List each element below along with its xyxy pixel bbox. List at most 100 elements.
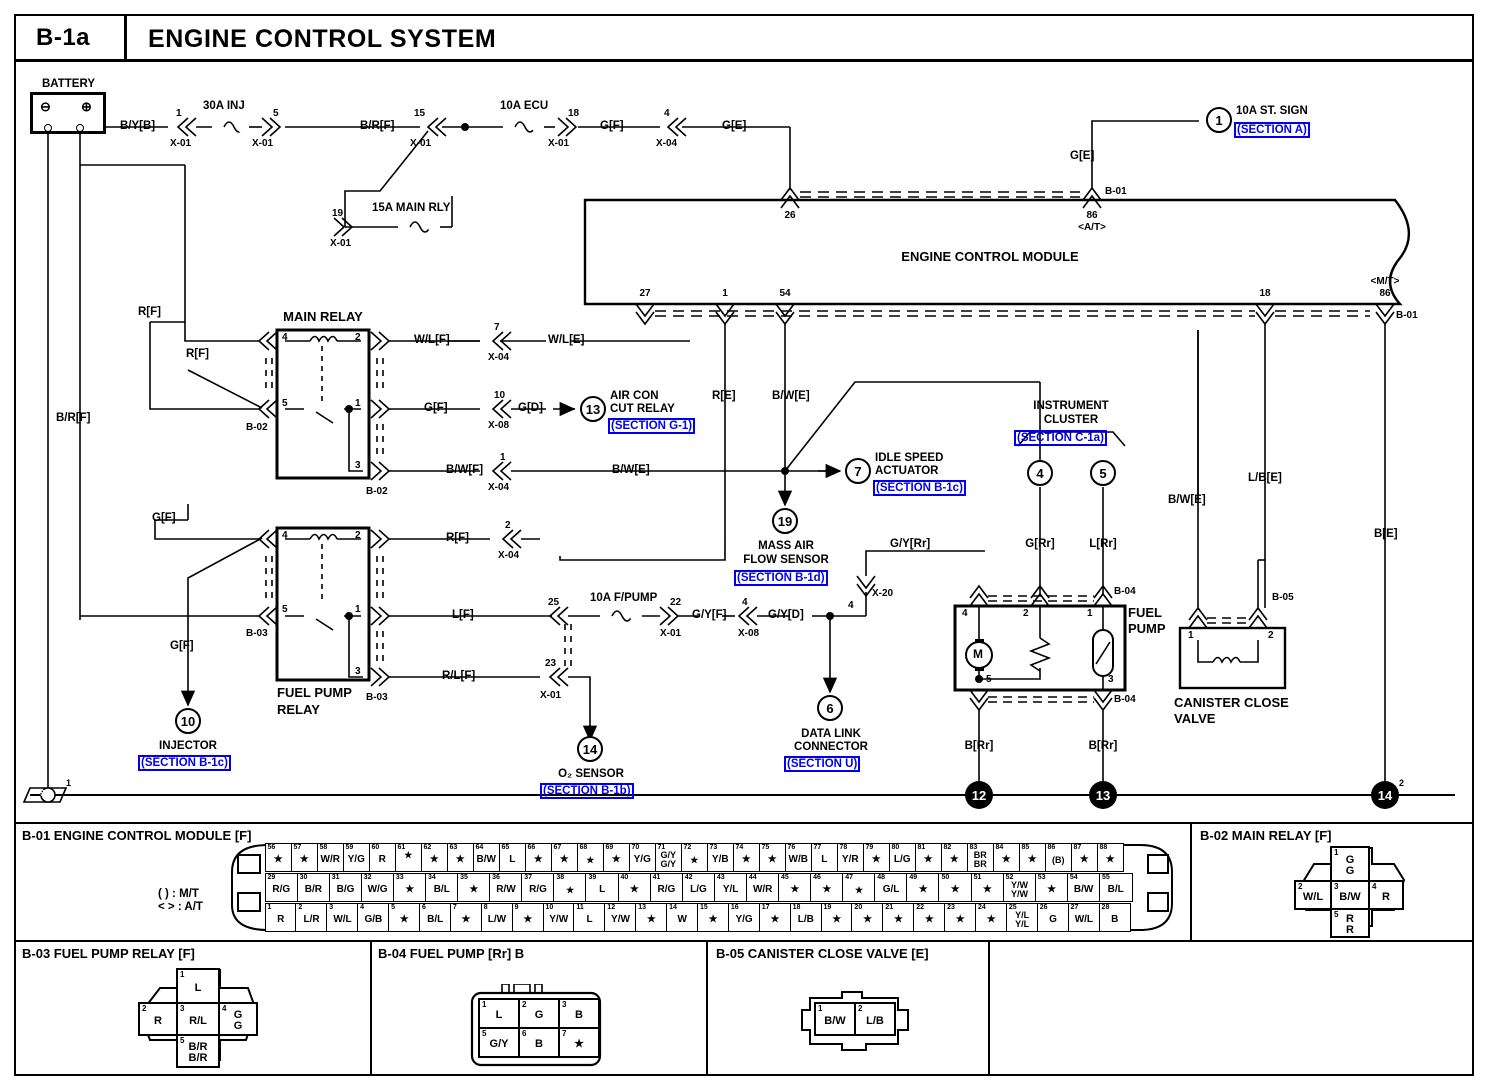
pin-value: G/B: [364, 914, 383, 926]
pin-value: ★: [949, 854, 959, 866]
b04-cell-2: 2 G: [518, 998, 560, 1029]
pin-number: 87: [1073, 844, 1082, 851]
b05-cell-2-val: L/B: [866, 1014, 884, 1027]
pin-value: ★: [646, 914, 656, 926]
ref-bubble-st-sign[interactable]: 1: [1206, 107, 1232, 133]
wire-gy-d: G/Y[D]: [768, 609, 804, 621]
b03-cell-3-num: 3: [180, 1004, 185, 1013]
wire-g-f-top: G[F]: [600, 120, 624, 132]
pin-value: ★: [461, 914, 471, 926]
b04-cell-3: 3 B: [558, 998, 600, 1029]
b02-cell-3-num: 3: [1334, 882, 1339, 891]
b05-cell-2: 2 L/B: [854, 1002, 896, 1036]
pin-value: (B): [1052, 854, 1065, 865]
pin-number: 66: [527, 844, 536, 851]
ref-bubble-air-con[interactable]: 13: [580, 396, 606, 422]
ref-bubble-maf[interactable]: 19: [772, 508, 798, 534]
ecm-pin-86-mt-note: <M/T>: [1370, 276, 1400, 287]
wire-bw-f: B/W[F]: [446, 464, 484, 476]
pin-value: ★: [822, 884, 832, 896]
air-con-line2: CUT RELAY: [610, 403, 675, 415]
pin-number: 58: [319, 844, 328, 851]
b02-cell-2-num: 2: [1298, 882, 1303, 891]
pin-value: ★: [863, 914, 873, 926]
pin-value: ★: [559, 854, 569, 866]
ground-point-14[interactable]: 14: [1371, 781, 1399, 809]
pin-value: ★: [1105, 854, 1115, 866]
pin-cell-15: 15★: [696, 903, 730, 932]
pin-value: G: [1049, 914, 1057, 926]
ground-point-12[interactable]: 12: [965, 781, 993, 809]
pin-number: 26: [1039, 904, 1048, 911]
pin-value: ★: [854, 884, 864, 895]
diagram-frame: [14, 14, 1474, 1076]
st-sign-section[interactable]: (SECTION A): [1234, 120, 1310, 138]
pin-value: R/G: [657, 884, 676, 896]
ecm-connector-b01-bottom: B-01: [1396, 310, 1418, 321]
pin-cell-17: 17★: [758, 903, 792, 932]
pin-number: 71: [657, 844, 666, 851]
wire-g-e-top: G[E]: [722, 120, 747, 132]
pin-number: 23: [947, 904, 955, 911]
pin-cell-9: 9★: [511, 903, 545, 932]
cluster-section[interactable]: (SECTION C-1a): [1014, 428, 1107, 446]
maf-section[interactable]: (SECTION B-1d): [734, 568, 828, 586]
page-title: ENGINE CONTROL SYSTEM: [148, 25, 497, 53]
pin-number: 4: [360, 904, 365, 911]
pin-value: L/R: [303, 914, 320, 926]
injector-section[interactable]: (SECTION B-1c): [138, 753, 231, 771]
b04-cell-1-val: L: [495, 1009, 503, 1021]
wire-b-rr-2: B[Rr]: [1088, 740, 1118, 752]
pin-cell-72: 72★: [680, 843, 708, 872]
ref-bubble-idle-speed[interactable]: 7: [845, 458, 871, 484]
b03-cell-2: 2 R: [138, 1002, 178, 1036]
air-con-section[interactable]: (SECTION G-1): [608, 416, 696, 434]
ref-bubble-cluster-4[interactable]: 4: [1027, 460, 1053, 486]
pin-number: 53: [1037, 874, 1046, 881]
wire-g-rr: G[Rr]: [1025, 538, 1055, 550]
fuse-15a-main-rly: 15A MAIN RLY: [372, 202, 451, 214]
wire-g-f-relay: G[F]: [424, 402, 448, 414]
ecm-pin-18: 18: [1259, 288, 1271, 299]
dlc-section[interactable]: (SECTION U): [784, 754, 861, 772]
fuel-pump-title-2: PUMP: [1128, 621, 1166, 636]
o2-sensor-section[interactable]: (SECTION B-1b): [540, 781, 634, 799]
connector-x20: X-20: [872, 588, 894, 599]
b02-cell-4-val: R: [1382, 890, 1390, 903]
pin-number: 61: [397, 844, 406, 851]
title-divider: [124, 14, 127, 62]
ref-bubble-cluster-5[interactable]: 5: [1090, 460, 1116, 486]
wire-wl-f: W/L[F]: [414, 334, 450, 346]
ref-bubble-dlc[interactable]: 6: [817, 695, 843, 721]
wire-l-f: L[F]: [452, 609, 474, 621]
panel-divider-4: [988, 940, 990, 1076]
main-relay-pin-1: 1: [355, 398, 361, 409]
wire-r-f-fp: R[F]: [446, 532, 469, 544]
pin-cell-21: 21★: [882, 903, 915, 932]
pin-number: 22: [916, 904, 924, 911]
pin-value: L/G: [690, 884, 707, 896]
fuel-pump-pin-3: 3: [1108, 674, 1114, 685]
pin-cell-13: 13★: [635, 903, 668, 932]
battery-pos-post: [76, 124, 84, 132]
pin-number: 72: [683, 844, 692, 851]
pin-cell-68: 68★: [576, 843, 604, 872]
ref-bubble-injector[interactable]: 10: [175, 708, 201, 734]
ref-bubble-o2-sensor[interactable]: 14: [577, 736, 603, 762]
pin-number: 56: [267, 844, 276, 851]
idle-speed-line2: ACTUATOR: [875, 465, 939, 477]
idle-speed-section[interactable]: (SECTION B-1c): [873, 478, 966, 496]
pin-number: 69: [605, 844, 614, 851]
connector-x01-e: X-01: [330, 238, 352, 249]
b04-cell-3-val: B: [575, 1009, 583, 1021]
pin-value: G/L: [882, 884, 900, 896]
ground-point-13[interactable]: 13: [1089, 781, 1117, 809]
